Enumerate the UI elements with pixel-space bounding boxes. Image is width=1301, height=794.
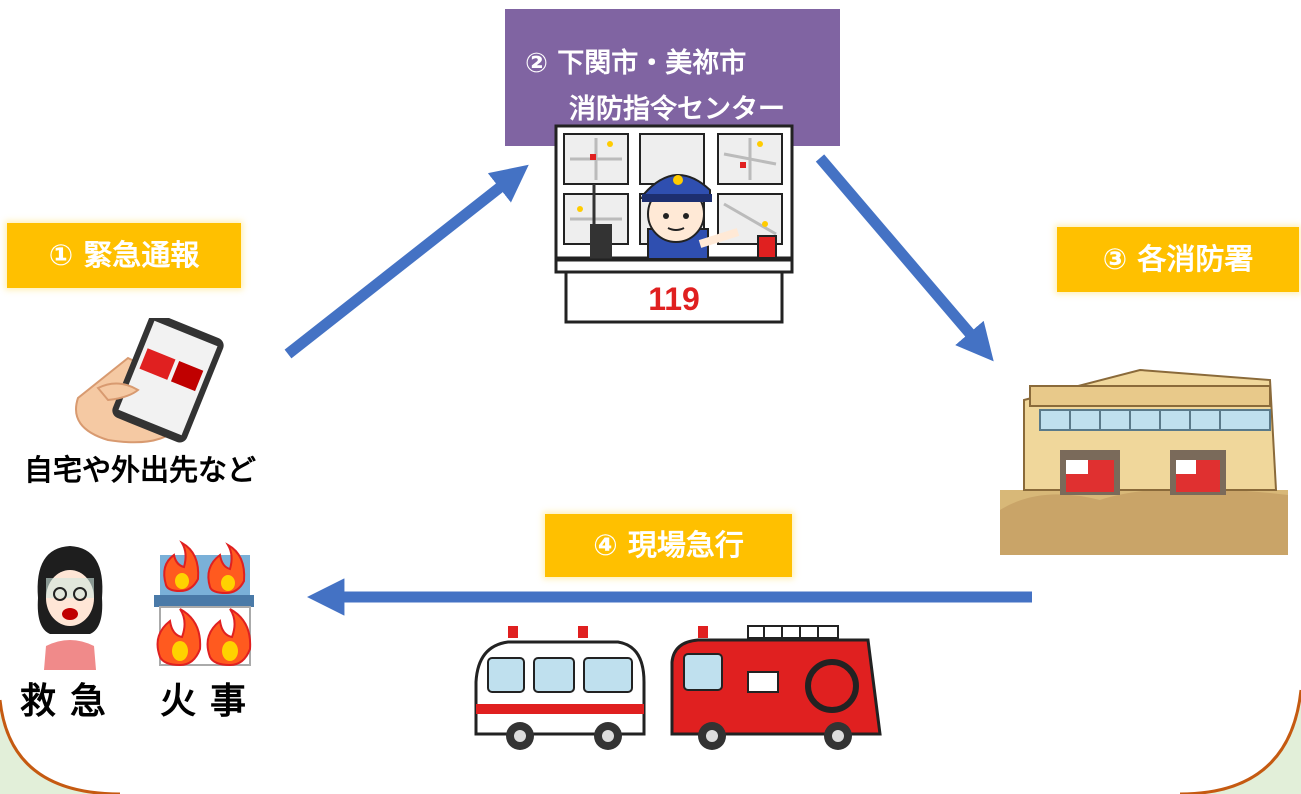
- dispatcher-icon: 119: [554, 124, 794, 324]
- arrow-2-to-3: [815, 154, 994, 362]
- smartphone-hand-icon: [75, 318, 224, 444]
- step2-label-line1: ② 下関市・美祢市: [525, 48, 747, 79]
- step4-label: ④ 現場急行: [545, 514, 792, 577]
- dispatch-sign: 119: [648, 281, 700, 317]
- arrow-1-to-2: [284, 164, 529, 359]
- step1-label: ① 緊急通報: [7, 223, 241, 288]
- ambulance-icon: [474, 626, 646, 750]
- fire-station-icon: [1000, 368, 1288, 555]
- emergency-label: 救急: [20, 681, 121, 722]
- fire-engine-icon: [670, 625, 882, 750]
- step2-center-box: ② 下関市・美祢市 消防指令センター: [505, 9, 840, 146]
- burning-house-icon: [154, 540, 254, 667]
- patient-icon: [37, 546, 103, 670]
- fire-label: 火事: [160, 681, 261, 722]
- step3-label: ③ 各消防署: [1057, 227, 1299, 292]
- step2-label-line2: 消防指令センター: [569, 94, 785, 125]
- caller-location-label: 自宅や外出先など: [24, 453, 257, 487]
